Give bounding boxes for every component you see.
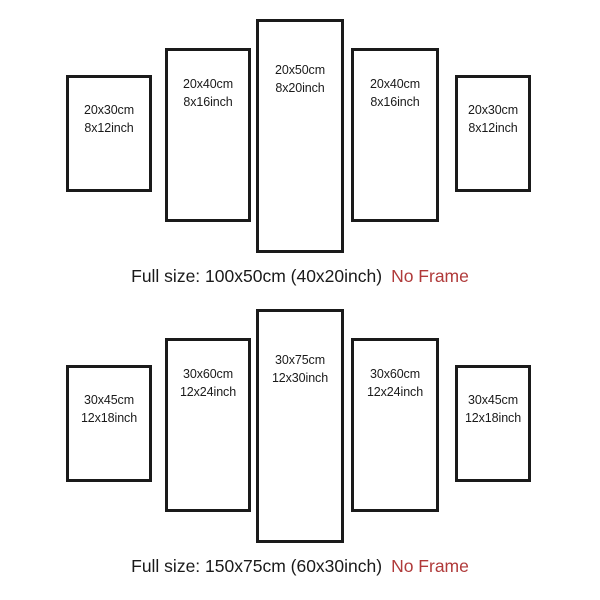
panel-4-label: 20x40cm 8x16inch: [320, 76, 470, 112]
panel-stage: 20x30cm 8x12inch 20x40cm 8x16inch 20x50c…: [0, 0, 600, 262]
caption-no-frame: No Frame: [391, 266, 469, 286]
panel-5-dim-cm: 30x45cm: [467, 393, 519, 407]
canvas-panel-3[interactable]: 20x50cm 8x20inch: [256, 19, 344, 253]
canvas-panel-4[interactable]: 30x60cm 12x24inch: [351, 338, 439, 512]
panel-3-dim-cm: 20x50cm: [274, 63, 326, 77]
panel-1-dim-cm: 30x45cm: [83, 393, 135, 407]
caption-no-frame: No Frame: [391, 556, 469, 576]
canvas-panel-5[interactable]: 30x45cm 12x18inch: [455, 365, 531, 482]
canvas-panel-3[interactable]: 30x75cm 12x30inch: [256, 309, 344, 543]
caption-full-size: Full size: 150x75cm (60x30inch): [131, 556, 383, 576]
panel-5-dim-cm: 20x30cm: [467, 103, 519, 117]
canvas-panel-1[interactable]: 30x45cm 12x18inch: [66, 365, 152, 482]
panel-4-dim-cm: 30x60cm: [369, 367, 421, 381]
size-group-150x75: 30x45cm 12x18inch 30x60cm 12x24inch 30x7…: [0, 290, 600, 580]
panel-1-dim-inch: 12x18inch: [80, 410, 138, 425]
panel-4-label: 30x60cm 12x24inch: [320, 366, 470, 402]
panel-4-dim-inch: 8x16inch: [370, 94, 420, 109]
panel-2-label: 20x40cm 8x16inch: [133, 76, 283, 112]
panel-2-dim-inch: 12x24inch: [179, 384, 237, 399]
canvas-panel-2[interactable]: 30x60cm 12x24inch: [165, 338, 251, 512]
panel-2-dim-cm: 30x60cm: [182, 367, 234, 381]
panel-1-dim-cm: 20x30cm: [83, 103, 135, 117]
panel-4-dim-inch: 12x24inch: [366, 384, 424, 399]
panel-5-label: 30x45cm 12x18inch: [418, 392, 568, 428]
size-group-100x50: 20x30cm 8x12inch 20x40cm 8x16inch 20x50c…: [0, 0, 600, 290]
panel-1-dim-inch: 8x12inch: [84, 120, 134, 135]
panel-2-label: 30x60cm 12x24inch: [133, 366, 283, 402]
panel-3-dim-inch: 8x20inch: [275, 80, 325, 95]
caption-full-size: Full size: 100x50cm (40x20inch): [131, 266, 383, 286]
panel-3-label: 30x75cm 12x30inch: [225, 352, 375, 388]
canvas-panel-4[interactable]: 20x40cm 8x16inch: [351, 48, 439, 222]
panel-4-dim-cm: 20x40cm: [369, 77, 421, 91]
canvas-panel-5[interactable]: 20x30cm 8x12inch: [455, 75, 531, 192]
panel-3-dim-inch: 12x30inch: [271, 370, 329, 385]
group-caption: Full size: 100x50cm (40x20inch) No Frame: [0, 266, 600, 286]
panel-3-dim-cm: 30x75cm: [274, 353, 326, 367]
panel-stage: 30x45cm 12x18inch 30x60cm 12x24inch 30x7…: [0, 290, 600, 552]
group-caption: Full size: 150x75cm (60x30inch) No Frame: [0, 556, 600, 576]
panel-2-dim-cm: 20x40cm: [182, 77, 234, 91]
panel-5-label: 20x30cm 8x12inch: [418, 102, 568, 138]
panel-5-dim-inch: 8x12inch: [468, 120, 518, 135]
panel-1-label: 30x45cm 12x18inch: [34, 392, 184, 428]
panel-2-dim-inch: 8x16inch: [183, 94, 233, 109]
canvas-panel-2[interactable]: 20x40cm 8x16inch: [165, 48, 251, 222]
panel-1-label: 20x30cm 8x12inch: [34, 102, 184, 138]
canvas-panel-1[interactable]: 20x30cm 8x12inch: [66, 75, 152, 192]
panel-5-dim-inch: 12x18inch: [464, 410, 522, 425]
panel-3-label: 20x50cm 8x20inch: [225, 62, 375, 98]
